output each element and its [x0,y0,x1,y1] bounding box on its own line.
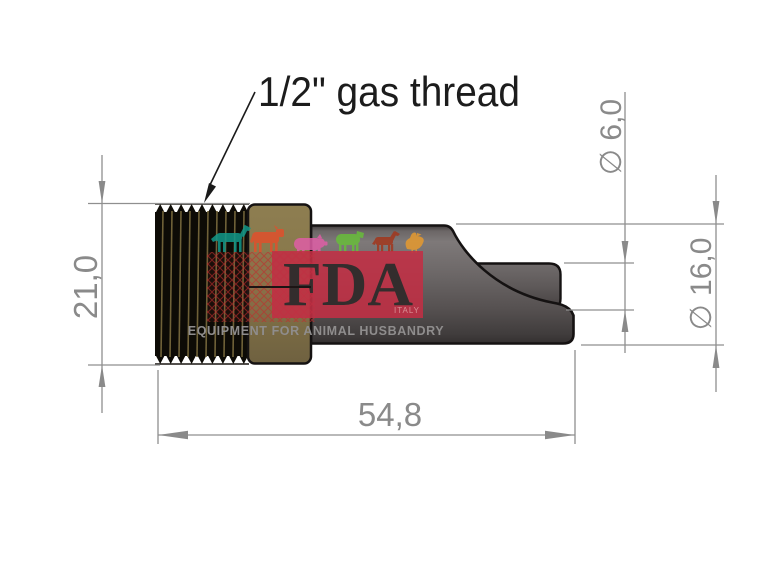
dim-thread-height-text: 21,0 [67,255,104,319]
dimension-arrowheads [98,181,720,440]
leader-callout: 1/2" gas thread [204,68,520,203]
fda-logo-box: FDA ITALY [272,251,423,319]
fda-brand-text: FDA [283,251,413,319]
dim-body-diameter-text: ∅ 16,0 [685,238,718,331]
thread-teeth-bottom [155,354,249,364]
fda-tagline-text: EQUIPMENT FOR ANIMAL HUSBANDRY [188,324,444,338]
sheep-icon [336,231,364,252]
dimension-tip-diameter [564,92,634,353]
pig-icon [294,234,328,253]
horse-icon [211,225,251,252]
cow-icon [250,225,284,252]
foal-icon [372,231,400,252]
dim-overall-length-text: 54,8 [358,396,422,433]
watermark-logo: FDA ITALY EQUIPMENT FOR ANIMAL HUSBANDRY [188,225,444,338]
dimension-overall-length [157,350,576,444]
dim-tip-diameter-text: ∅ 6,0 [595,99,628,175]
callout-text: 1/2" gas thread [258,68,520,115]
fda-country-text: ITALY [394,306,420,315]
leader-arrowhead [204,183,216,203]
